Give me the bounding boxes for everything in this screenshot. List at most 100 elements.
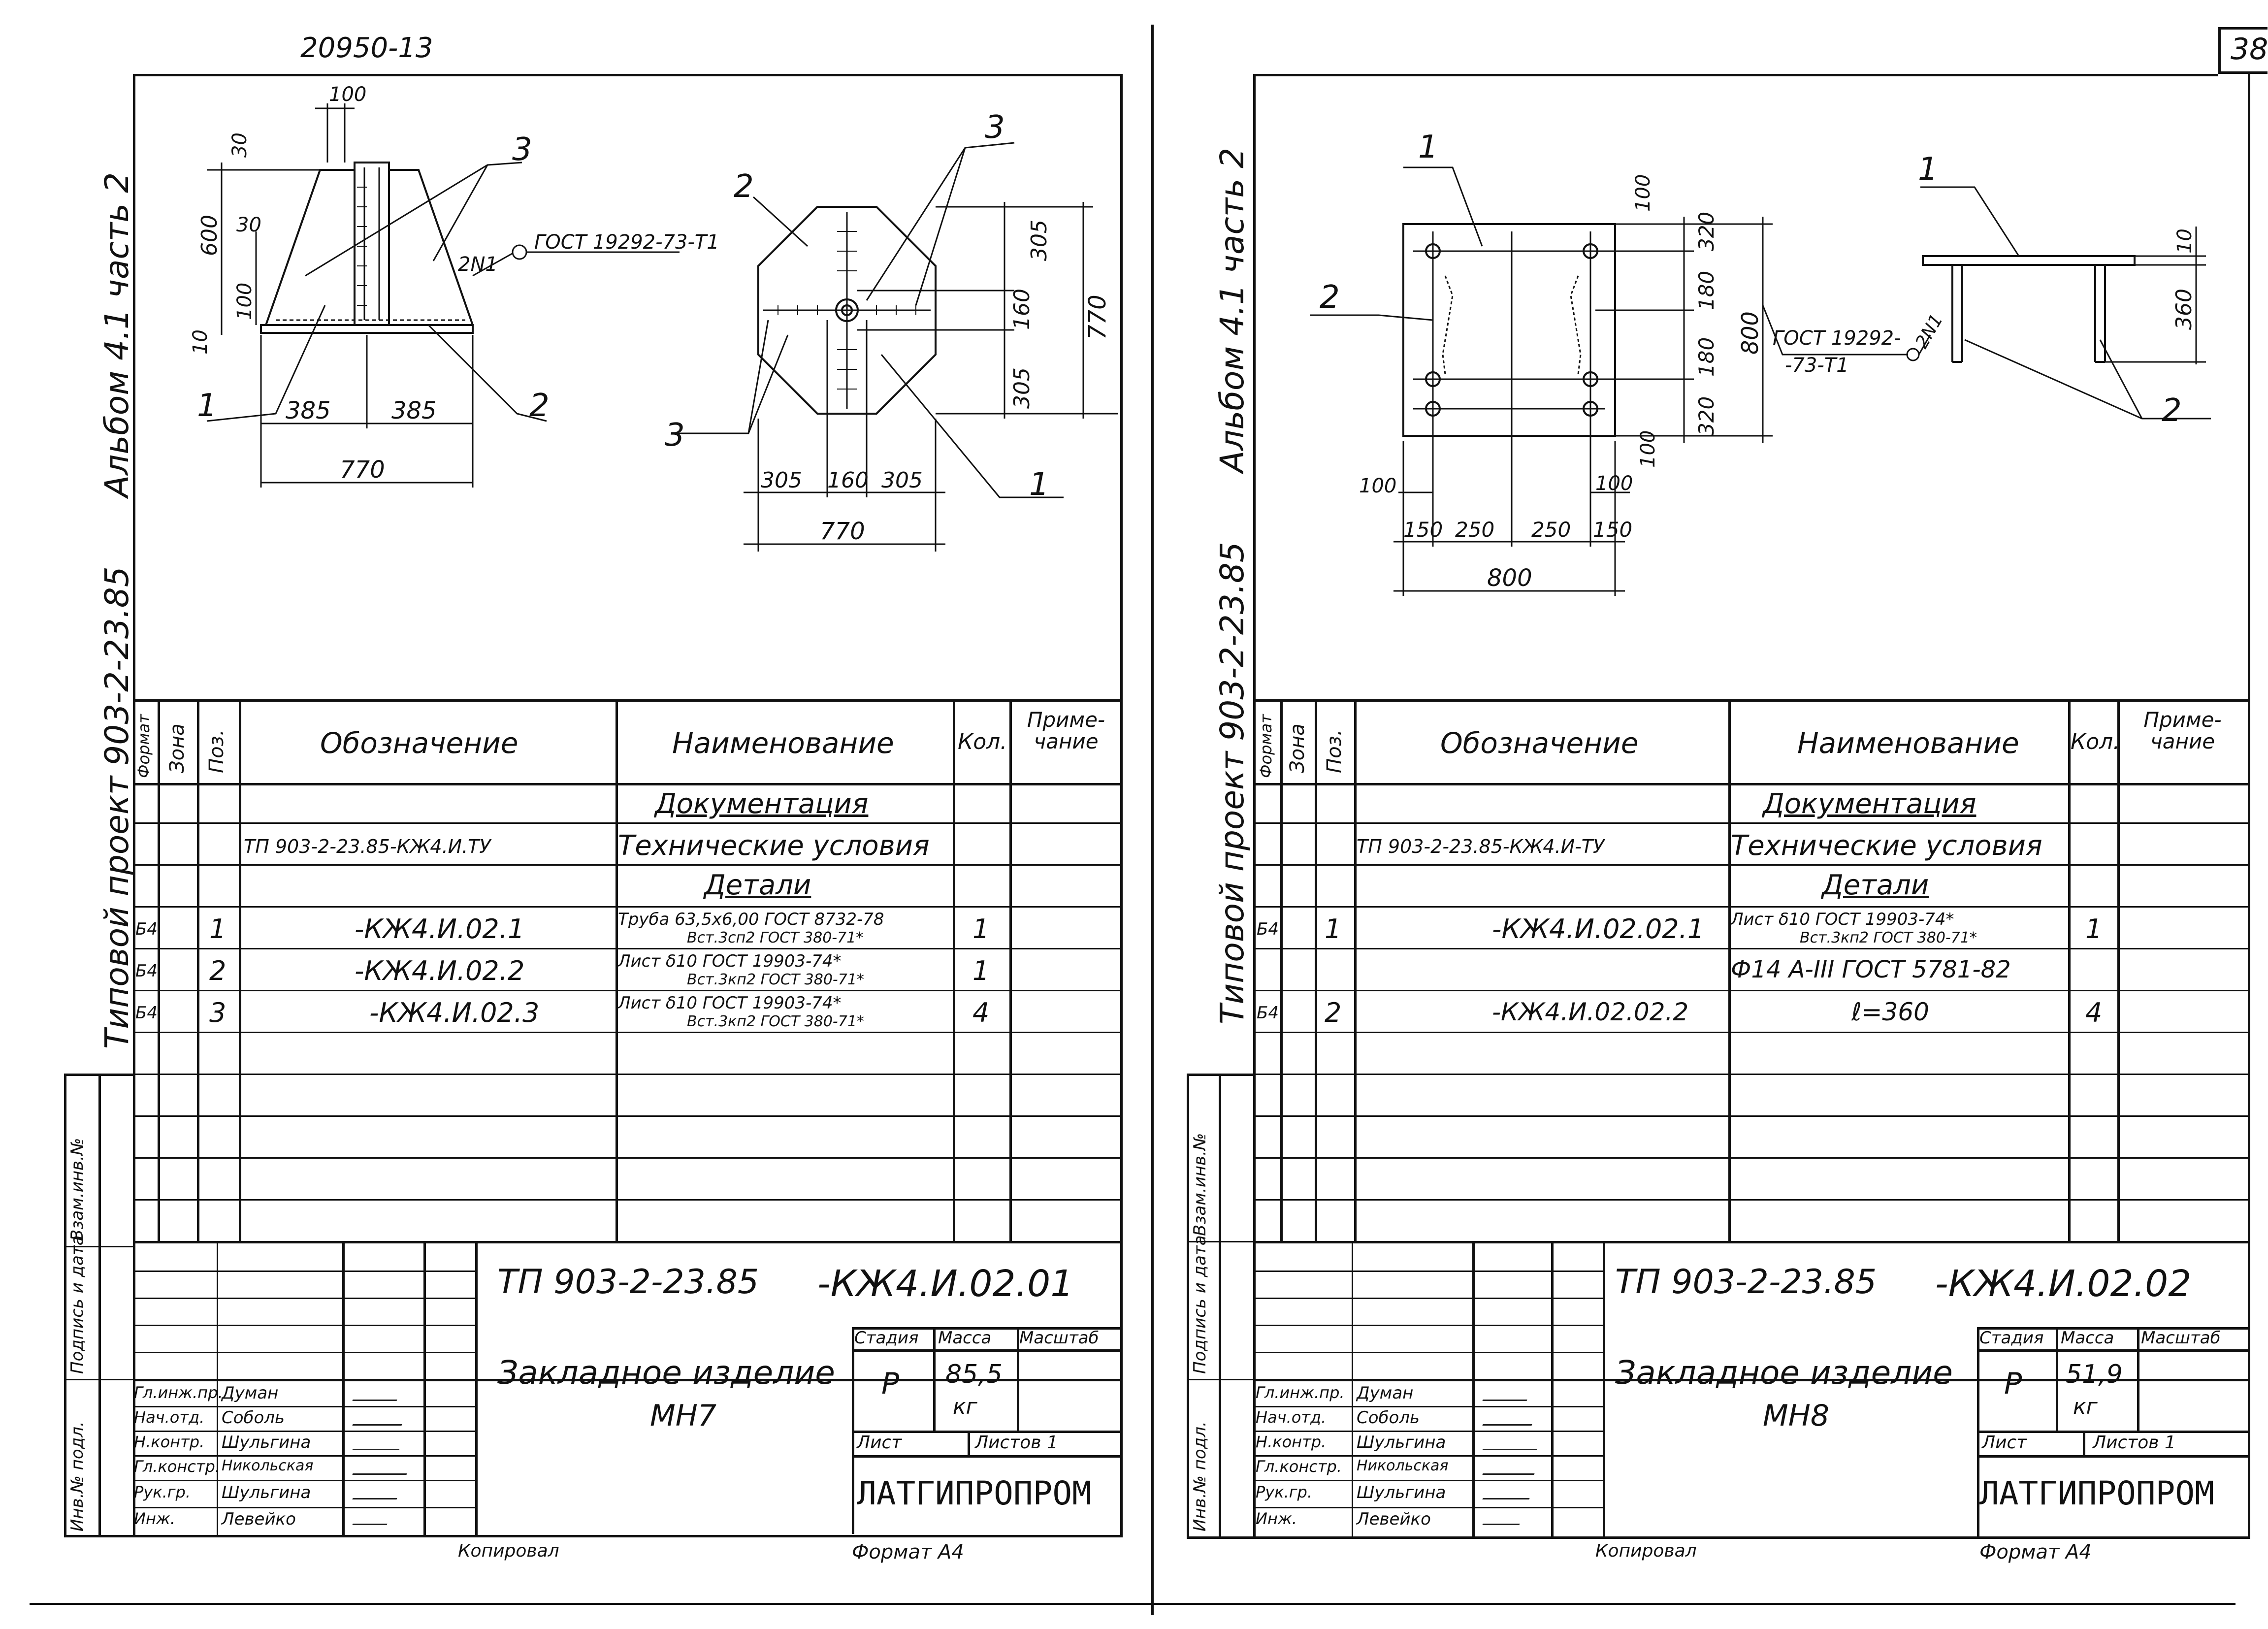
left-format-label: Формат А4 (852, 1541, 964, 1564)
left-section-docs: Документация (655, 788, 869, 820)
right-role-5: Рук.гр. (1256, 1483, 1313, 1501)
left-dim-160b: 160 (827, 468, 869, 493)
left-dim-600: 600 (197, 215, 222, 256)
left-hdr-qty: Кол. (958, 729, 1007, 754)
right-title-suffix: -КЖ4.И.02.02 (1935, 1263, 2192, 1305)
left-row2-qty: 1 (972, 913, 990, 945)
right-row4-designation: -КЖ4.И.02.02.2 (1492, 998, 1689, 1026)
left-frame-left (133, 74, 135, 1536)
left-dim-770: 770 (340, 456, 385, 484)
left-copy-label: Копировал (458, 1541, 559, 1561)
left-row3-name2: Вст.3кп2 ГОСТ 380-71* (687, 971, 864, 988)
left-sheets-label: Листов 1 (975, 1433, 1058, 1453)
left-person-1: Думан (222, 1383, 279, 1403)
left-dim-160a: 160 (1009, 289, 1035, 330)
right-frame-right (2248, 74, 2250, 1539)
left-person-5: Шульгина (222, 1483, 311, 1502)
right-callout-2: 2 (1320, 279, 1340, 316)
left-side-label-2: Подпись и дата (67, 1235, 87, 1374)
right-row2-qty: 1 (2085, 913, 2103, 945)
left-dim-770c: 770 (820, 518, 865, 545)
right-hdr-zone: Зона (1286, 723, 1309, 773)
left-callout-3b: 3 (985, 109, 1005, 146)
right-title-name: Закладное изделие (1615, 1354, 1953, 1392)
left-frame-top (133, 74, 1123, 76)
left-row3-pos: 2 (209, 955, 227, 986)
left-role-6: Инж. (134, 1509, 175, 1528)
left-drawing-mn7: 100 30 30 600 100 10 385 385 770 305 160… (189, 83, 1118, 552)
left-person-2: Соболь (222, 1408, 285, 1428)
right-section-docs: Документация (1763, 788, 1976, 820)
left-stage: Р (881, 1367, 900, 1401)
left-row2-name: Труба 63,5х6,00 ГОСТ 8732-78 (618, 910, 884, 929)
right-dim-100b: 100 (1637, 430, 1659, 468)
left-side-label-1: Инв.№ подл. (67, 1421, 87, 1531)
right-role-3: Н.контр. (1256, 1433, 1327, 1451)
right-dim-10: 10 (2173, 228, 2196, 254)
right-mass-unit: кг (2073, 1394, 2098, 1419)
right-role-4: Гл.констр. (1256, 1457, 1342, 1476)
right-row1-designation: ТП 903-2-23.85-КЖ4.И-ТУ (1357, 836, 1605, 857)
right-hdr-format: Формат (1257, 714, 1275, 778)
right-stage-label: Стадия (1979, 1328, 2044, 1348)
left-row1-name: Технические условия (618, 830, 930, 862)
right-person-5: Шульгина (1357, 1483, 1446, 1502)
left-row1-designation: ТП 903-2-23.85-КЖ4.И.ТУ (244, 836, 491, 857)
left-callout-1b: 1 (1029, 466, 1049, 503)
left-org: ЛАТГИПРОПРОМ (857, 1474, 1092, 1512)
left-title-subtitle: МН7 (650, 1399, 717, 1433)
left-callout-3: 3 (512, 131, 532, 168)
right-frame-left (1253, 74, 1256, 1539)
right-row2-name2: Вст.3кп2 ГОСТ 380-71* (1800, 929, 1977, 946)
right-dim-150b: 150 (1593, 518, 1632, 542)
right-signature-3 (1482, 1438, 1541, 1450)
right-person-3: Шульгина (1357, 1433, 1446, 1452)
right-gost-line1: ГОСТ 19292- (1773, 327, 1901, 350)
left-dim-10: 10 (189, 329, 212, 355)
left-person-6: Левейко (222, 1509, 296, 1529)
left-mass-label: Масса (938, 1328, 992, 1348)
left-mass: 85,5 (945, 1360, 1003, 1389)
right-hdr-name: Наименование (1797, 726, 2019, 760)
left-person-4: Никольская (222, 1457, 314, 1474)
right-title-subtitle: МН8 (1763, 1399, 1830, 1433)
right-hdr-pos: Поз. (1323, 729, 1346, 773)
left-dim-305a: 305 (1027, 220, 1052, 261)
left-row4-name2: Вст.3кп2 ГОСТ 380-71* (687, 1013, 864, 1030)
left-dim-305c: 305 (761, 468, 802, 493)
right-dim-180b: 180 (1694, 337, 1718, 377)
left-signature-6 (352, 1513, 391, 1525)
right-callout-1b: 1 (1918, 151, 1938, 188)
left-row2-format: Б4 (135, 919, 158, 939)
right-org: ЛАТГИПРОПРОМ (1979, 1474, 2214, 1512)
right-dim-100a: 100 (1632, 174, 1654, 212)
right-signature-1 (1482, 1389, 1531, 1401)
right-hdr-note: Приме-чание (2143, 708, 2222, 754)
left-row4-designation: -КЖ4.И.02.3 (369, 997, 540, 1028)
bottom-rule (30, 1603, 2236, 1605)
left-row2-name2: Вст.3сп2 ГОСТ 380-71* (687, 929, 864, 946)
right-dim-800v: 800 (1737, 311, 1763, 355)
left-callout-2b: 2 (734, 168, 754, 205)
right-sheet-label: Лист (1982, 1433, 2027, 1453)
right-side-label-2: Подпись и дата (1190, 1235, 1210, 1374)
right-frame-top (1253, 74, 2218, 76)
left-weld-symbol: 2N1 (458, 253, 498, 276)
right-drawing-mn8: 100 320 180 180 320 100 800 100 100 150 … (1310, 129, 2211, 596)
left-side-strip-line (64, 1074, 66, 1536)
left-hdr-name: Наименование (672, 726, 894, 760)
left-role-5: Рук.гр. (134, 1483, 191, 1501)
right-callout-1: 1 (1418, 129, 1438, 165)
right-person-1: Думан (1357, 1383, 1414, 1403)
left-dim-30a: 30 (228, 132, 251, 158)
right-dim-250a: 250 (1455, 518, 1494, 542)
right-section-parts: Детали (1822, 869, 1929, 901)
left-role-3: Н.контр. (134, 1433, 205, 1451)
right-side-strip-top (1187, 1074, 1256, 1076)
right-mass: 51,9 (2066, 1360, 2123, 1389)
right-dim-320a: 320 (1694, 212, 1718, 251)
right-mass-label: Масса (2061, 1328, 2114, 1348)
left-row4-pos: 3 (209, 997, 227, 1028)
right-signature-2 (1482, 1413, 1536, 1426)
left-mass-unit: кг (953, 1394, 977, 1419)
